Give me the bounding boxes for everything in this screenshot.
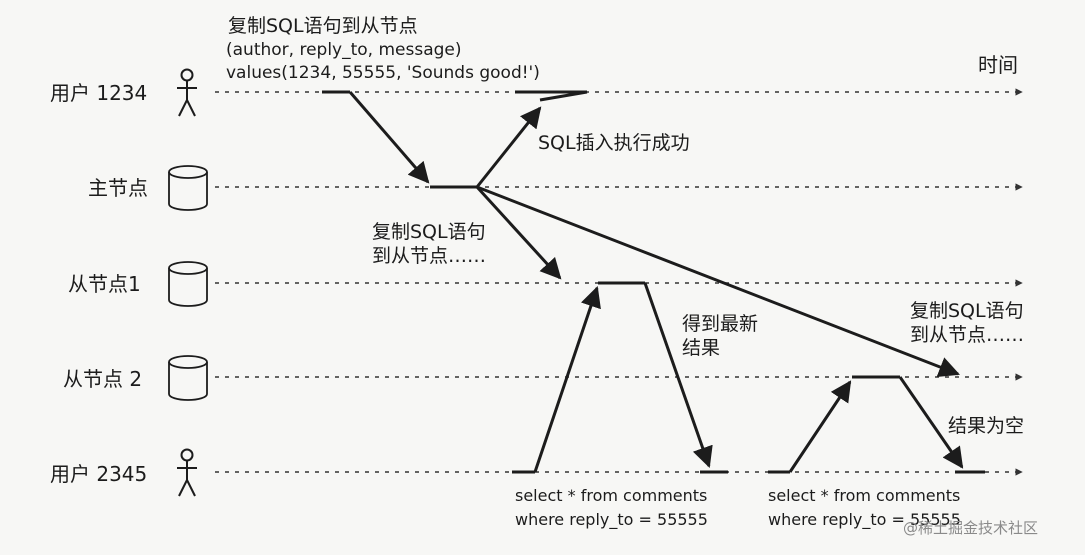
note-replicate-sql: 复制SQL语句到从节点 (228, 15, 418, 37)
user-icon (177, 448, 197, 497)
label-latest-result-line1: 得到最新 (682, 313, 758, 335)
query2-where: where reply_to = 55555 (768, 510, 961, 530)
note-values: values(1234, 55555, 'Sounds good!') (226, 63, 540, 83)
query2-response-arrow (898, 376, 964, 469)
label-replicate-mid-line2: 到从节点…… (372, 245, 486, 267)
label-replicate-right-line2: 到从节点…… (910, 324, 1024, 346)
query1-request-arrow (533, 286, 601, 473)
lane-label-leader: 主节点 (88, 176, 148, 200)
label-replicate-mid-line1: 复制SQL语句 (372, 221, 486, 243)
database-icon (168, 261, 208, 307)
lane-label-user2345: 用户 2345 (50, 462, 147, 486)
label-latest-result-line2: 结果 (682, 337, 720, 359)
replicate-to-follower2-arrow (476, 185, 960, 377)
user-icon (177, 68, 197, 117)
note-columns: (author, reply_to, message) (226, 40, 462, 60)
time-axis-label: 时间 (978, 53, 1018, 77)
query2-request-arrow (788, 380, 852, 473)
write-request-arrow (348, 91, 430, 184)
label-empty-result: 结果为空 (948, 415, 1024, 437)
lane-label-follower1: 从节点1 (68, 272, 141, 296)
replicate-to-follower1-arrow (475, 185, 562, 280)
write-ack-arrow (475, 106, 542, 188)
lane-label-user1234: 用户 1234 (50, 81, 147, 105)
label-replicate-right-line1: 复制SQL语句 (910, 300, 1024, 322)
database-icon (168, 165, 208, 211)
database-icon (168, 355, 208, 401)
query1-select: select * from comments (515, 486, 707, 505)
watermark: @稀土掘金技术社区 (903, 519, 1038, 537)
query1-where: where reply_to = 55555 (515, 510, 708, 530)
lane-label-follower2: 从节点 2 (63, 367, 142, 391)
query2-select: select * from comments (768, 486, 960, 505)
label-insert-success: SQL插入执行成功 (538, 132, 690, 154)
message-flows (322, 90, 985, 474)
query1-response-arrow (643, 282, 713, 468)
